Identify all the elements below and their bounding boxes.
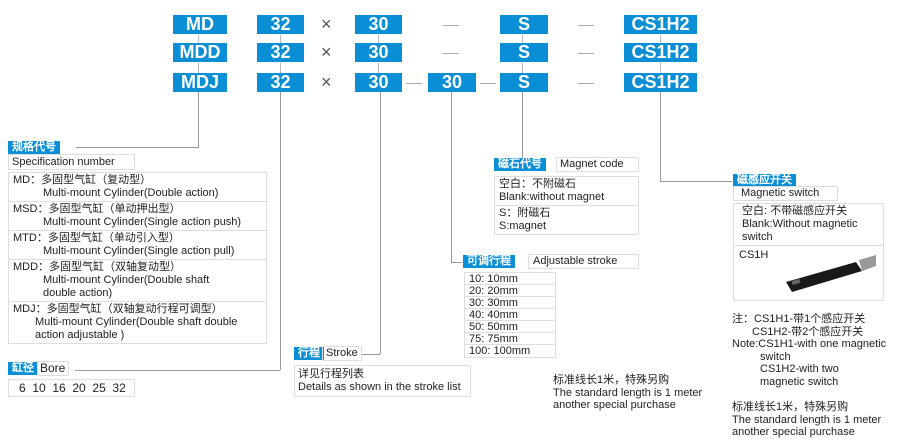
times-sign: × (321, 42, 332, 62)
magnet-title: Magnet code (556, 157, 639, 172)
bore-values: 6 10 16 20 25 32 (8, 379, 135, 397)
adjust-item: 100: 100mm (469, 345, 531, 357)
spec-label: 规格代号 (8, 141, 60, 154)
spec-item: MTD：多固型气缸（单动引入型）Multi-mount Cylinder(Sin… (9, 231, 266, 260)
adjust-item: 75: 75mm (465, 333, 555, 345)
model-code: MD (173, 15, 227, 34)
adjust-list: 10: 10mm 20: 20mm 30: 30mm 40: 40mm 50: … (464, 272, 556, 358)
adjust-code: 30 (428, 73, 476, 92)
stroke-label: 行程 (294, 347, 324, 360)
stroke-code: 30 (355, 43, 402, 62)
adjust-item: 50: 50mm (465, 321, 555, 333)
spec-item: MDJ：多固型气缸（双轴复动行程可调型）Multi-mount Cylinder… (13, 303, 238, 341)
spec-list: MD：多固型气缸（复动型）Multi-mount Cylinder(Double… (8, 172, 267, 344)
switch-code: CS1H2 (624, 15, 697, 34)
adjust-label: 可调行程 (463, 255, 515, 268)
switch-model: CS1H (739, 249, 769, 261)
spec-item: MSD：多固型气缸（单动押出型）Multi-mount Cylinder(Sin… (9, 202, 266, 231)
sensor-image (786, 255, 876, 292)
stroke-title: Stroke (322, 346, 362, 361)
stroke-code: 30 (355, 15, 402, 34)
adjust-item: 30: 30mm (465, 297, 555, 309)
switch-title: Magnetic switch (733, 186, 838, 201)
bore-label: 缸径 (8, 362, 38, 375)
adjust-item: 40: 40mm (465, 309, 555, 321)
spec-item: MD：多固型气缸（复动型）Multi-mount Cylinder(Double… (9, 173, 266, 202)
spec-title: Specification number (8, 154, 135, 170)
magnet-label: 磁石代号 (494, 158, 546, 171)
times-sign: × (321, 72, 332, 92)
magnet-code: S (500, 43, 548, 62)
model-code: MDD (173, 43, 227, 62)
adjust-title: Adjustable stroke (528, 254, 639, 269)
switch-label: 磁感应开关 (733, 174, 796, 187)
switch-code: CS1H2 (624, 73, 697, 92)
adjust-item: 10: 10mm (465, 273, 555, 285)
switch-code: CS1H2 (624, 43, 697, 62)
bore-code: 32 (257, 15, 304, 34)
bore-code: 32 (257, 73, 304, 92)
magnet-code: S (500, 73, 548, 92)
adjust-item: 20: 20mm (465, 285, 555, 297)
stroke-code: 30 (355, 73, 402, 92)
model-code: MDJ (173, 73, 227, 92)
bore-title: Bore (37, 361, 69, 376)
times-sign: × (321, 14, 332, 34)
magnet-code: S (500, 15, 548, 34)
spec-item: MDD：多固型气缸（双轴复动型）Multi-mount Cylinder(Dou… (9, 260, 266, 302)
bore-code: 32 (257, 43, 304, 62)
